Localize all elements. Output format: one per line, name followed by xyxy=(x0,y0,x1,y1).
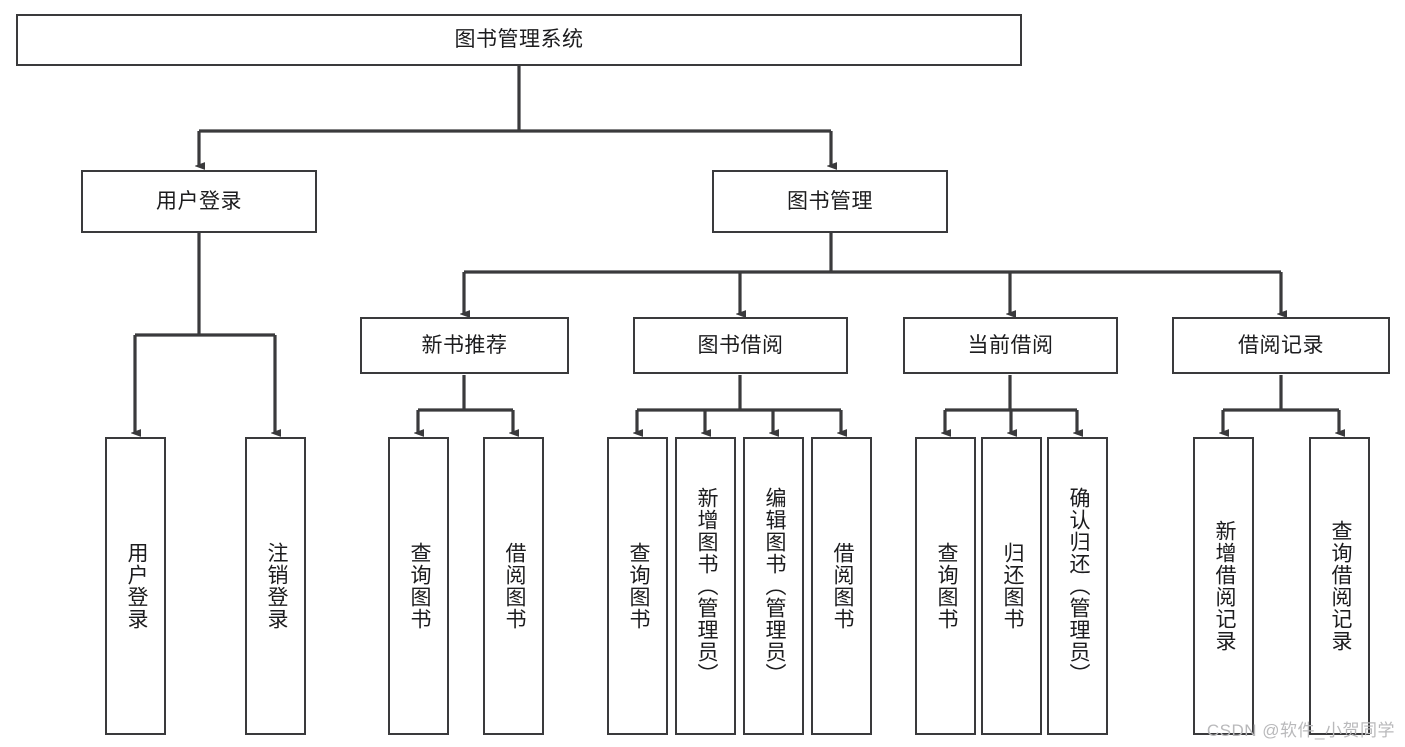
node-label: 用户登录 xyxy=(156,189,242,213)
leaf-book-borrow-edit-book-admin[interactable]: 编辑图书（管理员） xyxy=(743,437,804,735)
leaf-label: 查询图书 xyxy=(934,542,958,630)
leaf-label: 新增借阅记录 xyxy=(1212,520,1236,652)
leaf-borrow-record-query-record[interactable]: 查询借阅记录 xyxy=(1309,437,1370,735)
leaf-label: 编辑图书（管理员） xyxy=(762,487,786,685)
watermark: CSDN @软件_小贺同学 xyxy=(1206,721,1395,740)
node-root-book-management-system[interactable]: 图书管理系统 xyxy=(16,14,1022,66)
leaf-new-book-query-book[interactable]: 查询图书 xyxy=(388,437,449,735)
node-label: 当前借阅 xyxy=(967,333,1054,357)
leaf-label: 借阅图书 xyxy=(502,542,526,630)
node-current-borrow[interactable]: 当前借阅 xyxy=(903,317,1118,374)
leaf-label: 查询图书 xyxy=(626,542,650,630)
leaf-book-borrow-borrow-book[interactable]: 借阅图书 xyxy=(811,437,872,735)
leaf-label: 查询图书 xyxy=(407,542,431,630)
leaf-current-borrow-confirm-return-admin[interactable]: 确认归还（管理员） xyxy=(1047,437,1108,735)
node-label: 图书借阅 xyxy=(697,333,784,357)
leaf-current-borrow-return-book[interactable]: 归还图书 xyxy=(981,437,1042,735)
node-label: 借阅记录 xyxy=(1238,333,1324,357)
node-label: 新书推荐 xyxy=(421,333,508,357)
leaf-label: 用户登录 xyxy=(124,542,148,630)
node-label: 图书管理 xyxy=(787,189,873,213)
leaf-label: 注销登录 xyxy=(264,542,288,630)
leaf-borrow-record-add-record[interactable]: 新增借阅记录 xyxy=(1193,437,1254,735)
node-book-borrow[interactable]: 图书借阅 xyxy=(633,317,848,374)
leaf-label: 确认归还（管理员） xyxy=(1066,487,1090,685)
node-label: 图书管理系统 xyxy=(454,28,584,52)
leaf-book-borrow-add-book-admin[interactable]: 新增图书（管理员） xyxy=(675,437,736,735)
node-new-book-recommend[interactable]: 新书推荐 xyxy=(360,317,569,374)
leaf-user-login-login[interactable]: 用户登录 xyxy=(105,437,166,735)
leaf-label: 借阅图书 xyxy=(830,542,854,630)
leaf-new-book-borrow-book[interactable]: 借阅图书 xyxy=(483,437,544,735)
leaf-user-login-logout[interactable]: 注销登录 xyxy=(245,437,306,735)
leaf-label: 查询借阅记录 xyxy=(1328,520,1352,652)
node-book-management[interactable]: 图书管理 xyxy=(712,170,948,233)
leaf-current-borrow-query-book[interactable]: 查询图书 xyxy=(915,437,976,735)
leaf-book-borrow-query-book[interactable]: 查询图书 xyxy=(607,437,668,735)
leaf-label: 归还图书 xyxy=(1000,542,1024,630)
node-borrow-record[interactable]: 借阅记录 xyxy=(1172,317,1390,374)
node-user-login[interactable]: 用户登录 xyxy=(81,170,317,233)
leaf-label: 新增图书（管理员） xyxy=(694,487,718,685)
